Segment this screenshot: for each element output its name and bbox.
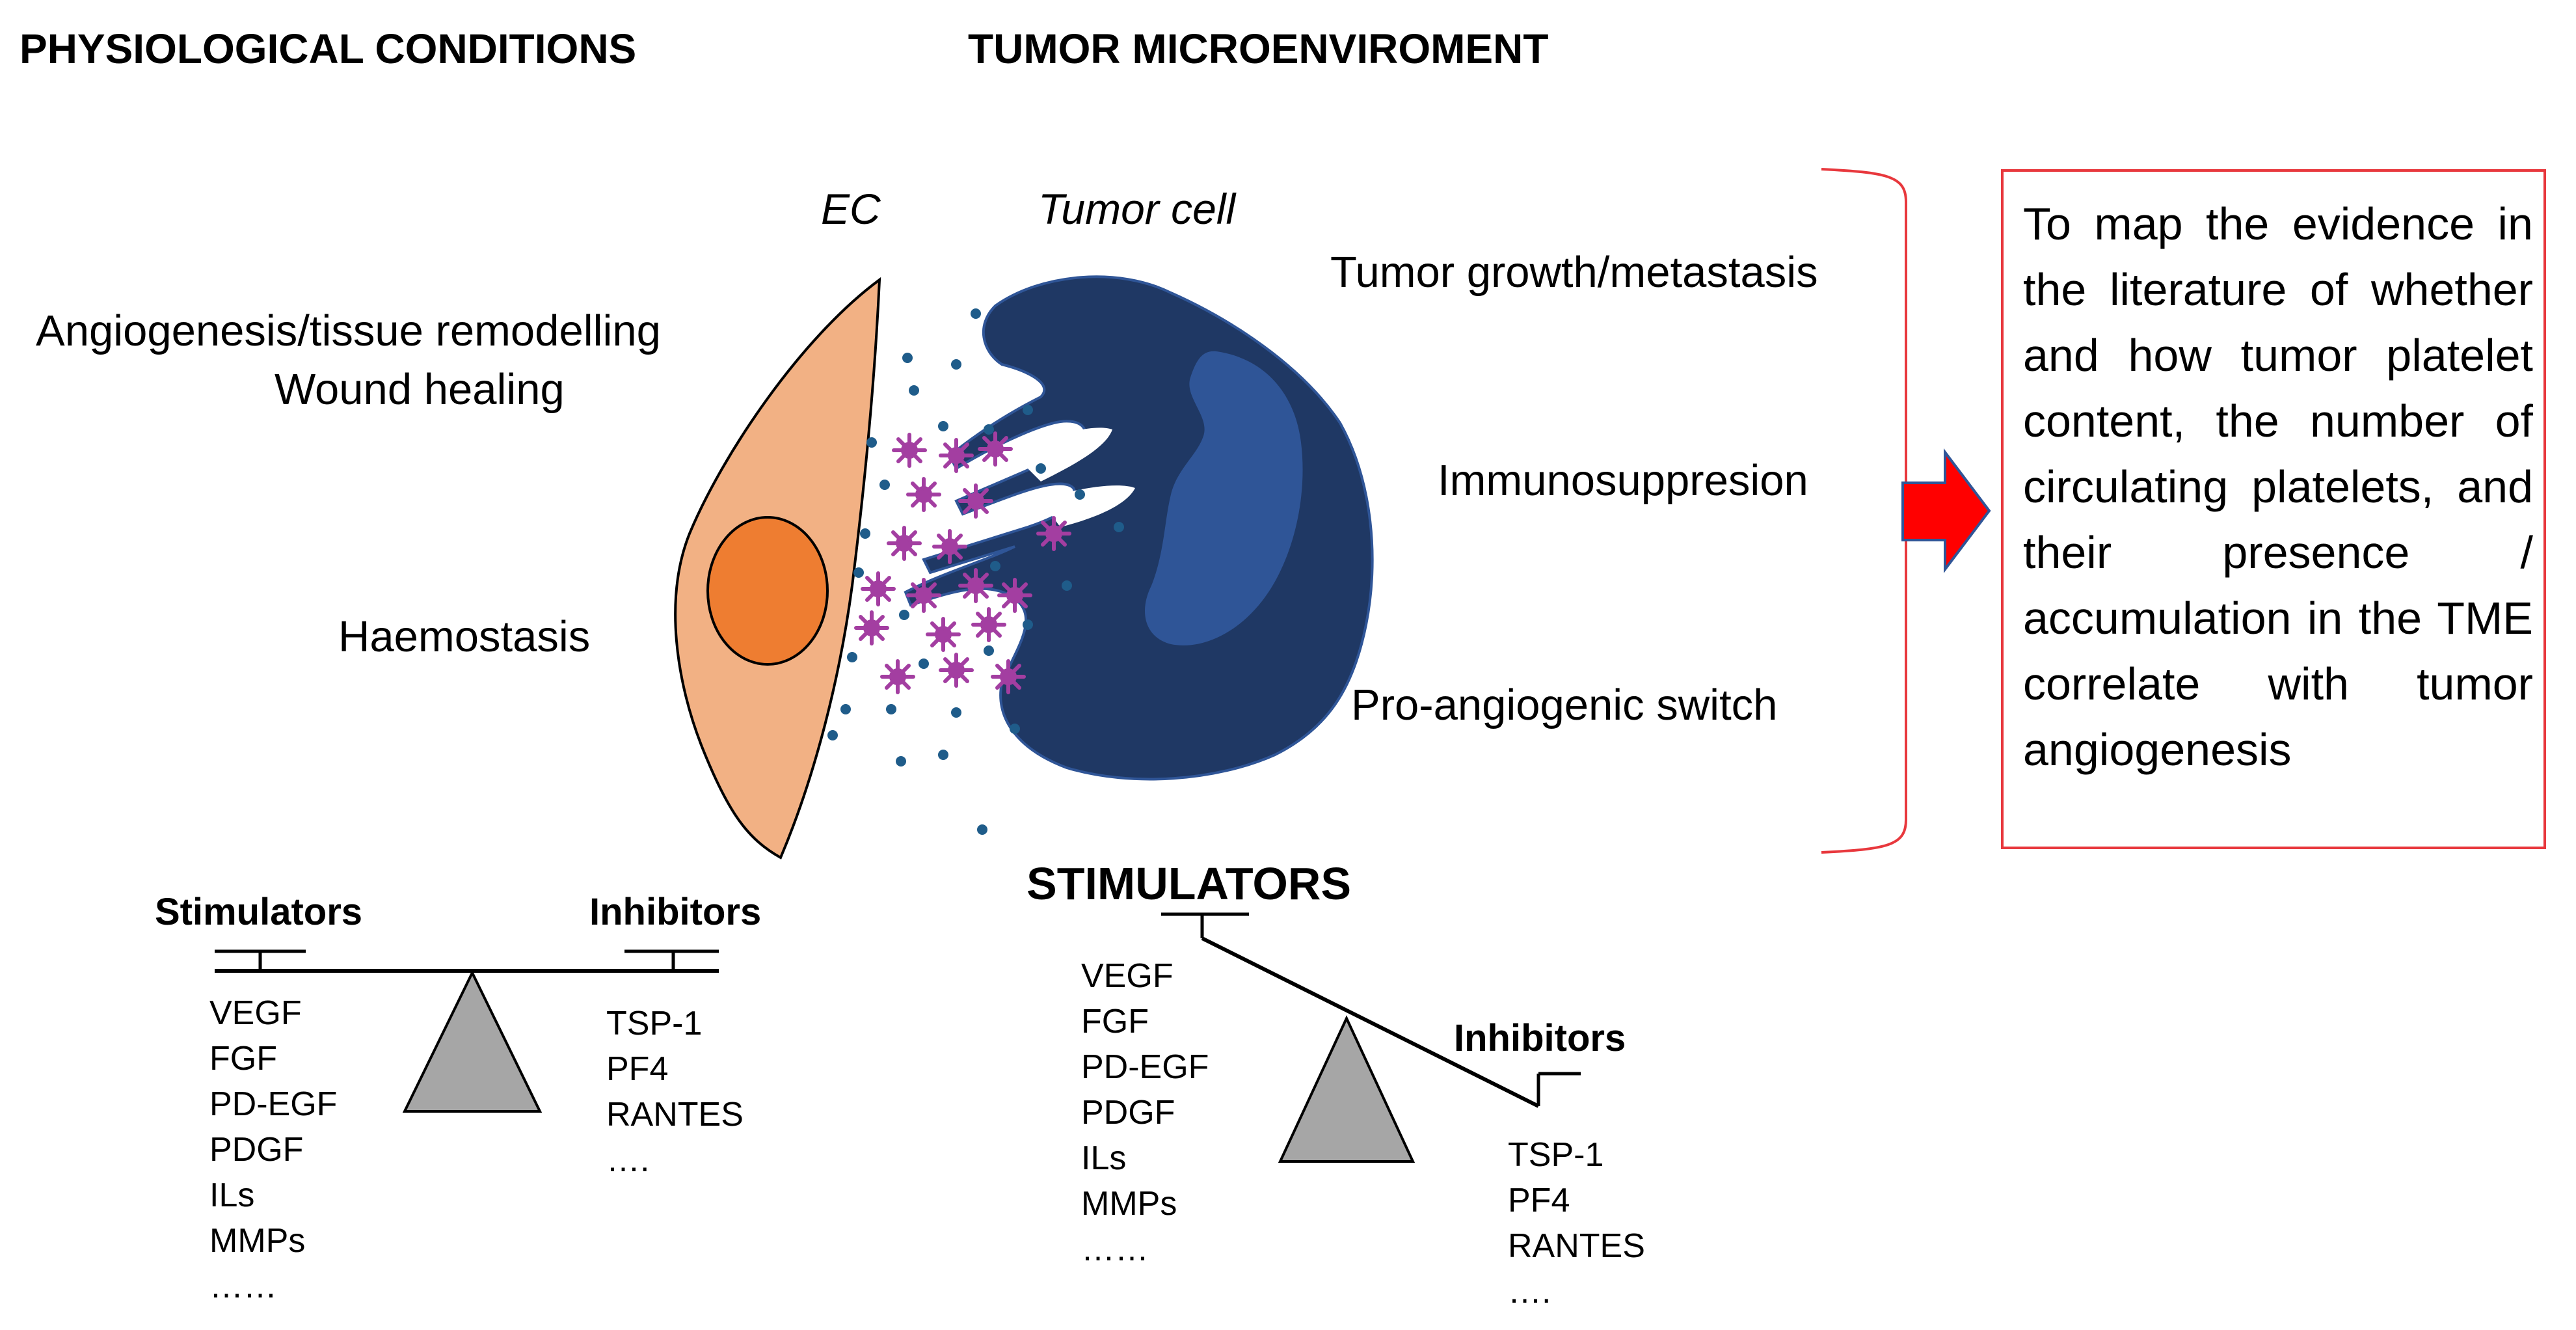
balance-scale-physiological [215, 949, 719, 1113]
balance-scale-tumor [1161, 912, 1581, 1163]
tumor-stimulators-list: VEGF FGF PD-EGF PDGF ILs MMPs …… [1081, 953, 1209, 1272]
list-item: PF4 [1508, 1182, 1570, 1219]
secreted-factors [827, 308, 1124, 835]
list-item: PF4 [606, 1050, 669, 1088]
tumor-protrusion-2 [1041, 485, 1135, 527]
header-tumor-microenvironment: TUMOR MICROENVIROMENT [968, 25, 1549, 72]
label-tumor-growth: Tumor growth/metastasis [1330, 248, 1818, 297]
list-item: RANTES [606, 1096, 744, 1133]
label-angiogenesis: Angiogenesis/tissue remodelling [36, 306, 661, 355]
label-tumor-cell: Tumor cell [1038, 185, 1236, 233]
aim-text: To map the evidence in the literature of… [2023, 198, 2533, 775]
phys-stimulators-label: Stimulators [155, 891, 363, 933]
label-ec: EC [821, 185, 881, 233]
label-pro-angiogenic-switch: Pro-angiogenic switch [1351, 681, 1778, 729]
red-arrow-icon [1901, 448, 1991, 573]
list-item: TSP-1 [1508, 1136, 1604, 1174]
phys-stimulators-list: VEGF FGF PD-EGF PDGF ILs MMPs …… [209, 990, 337, 1309]
list-item: MMPs [1081, 1185, 1177, 1223]
list-item: VEGF [209, 994, 302, 1032]
list-item: …… [1081, 1230, 1149, 1268]
list-item: ILs [209, 1176, 255, 1214]
phys-inhibitors-label: Inhibitors [589, 891, 762, 933]
list-item: ILs [1081, 1139, 1127, 1177]
phys-inhibitors-list: TSP-1 PF4 RANTES …. [606, 1001, 744, 1183]
label-haemostasis: Haemostasis [338, 612, 591, 661]
list-item: PDGF [209, 1131, 304, 1169]
list-item: PD-EGF [209, 1085, 338, 1123]
tumor-inhibitors-list: TSP-1 PF4 RANTES …. [1508, 1132, 1645, 1314]
list-item: MMPs [209, 1222, 306, 1260]
list-item: PDGF [1081, 1094, 1175, 1132]
list-item: TSP-1 [606, 1005, 703, 1042]
list-item: RANTES [1508, 1227, 1645, 1265]
aim-box: To map the evidence in the literature of… [2001, 169, 2546, 849]
tumor-cell [904, 275, 1374, 781]
platelets [854, 431, 1071, 694]
tumor-stimulators-label: STIMULATORS [1026, 858, 1352, 909]
header-physiological: PHYSIOLOGICAL CONDITIONS [20, 25, 637, 72]
list-item: VEGF [1081, 957, 1174, 995]
list-item: FGF [209, 1040, 277, 1078]
tumor-inhibitors-label: Inhibitors [1454, 1017, 1626, 1059]
list-item: FGF [1081, 1003, 1149, 1040]
list-item: …. [1508, 1273, 1551, 1310]
list-item: …. [606, 1141, 650, 1179]
tumor-nucleus [1145, 351, 1303, 645]
list-item: …… [209, 1268, 277, 1305]
endothelial-nucleus [706, 516, 829, 666]
label-immunosuppression: Immunosuppresion [1438, 456, 1808, 505]
label-wound-healing: Wound healing [275, 365, 565, 414]
list-item: PD-EGF [1081, 1048, 1209, 1086]
